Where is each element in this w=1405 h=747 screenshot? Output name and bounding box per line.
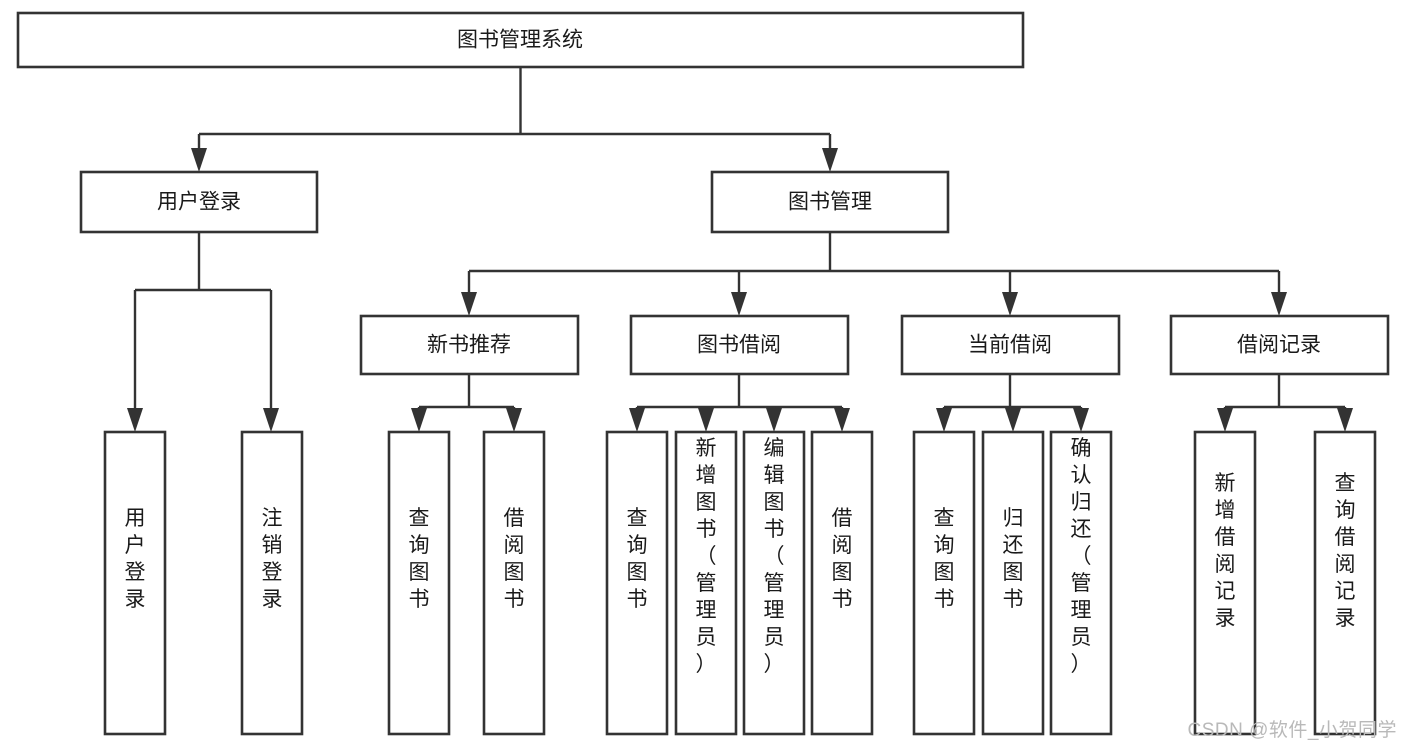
arrow-leaf-query-book-3-icon [936, 408, 952, 432]
node-current-borrow-box[interactable] [900, 314, 1121, 376]
node-leaf-borrow-book-1-label: 借阅图书 [504, 507, 525, 611]
arrow-to-book-borrow-icon [731, 292, 747, 316]
node-root-box[interactable] [16, 11, 1025, 69]
arrow-to-borrow-record-icon [1271, 292, 1287, 316]
node-leaf-query-book-1-box[interactable] [387, 430, 451, 736]
node-borrow-record-box[interactable] [1169, 314, 1390, 376]
node-new-book-recommend-label: 新书推荐 [427, 334, 511, 357]
arrow-to-user-login-icon [191, 148, 207, 172]
arrow-to-book-manage-icon [822, 148, 838, 172]
node-leaf-confirm-return-label: 确认归还（管理员） [1071, 437, 1092, 676]
arrow-leaf-add-book-icon [698, 408, 714, 432]
arrow-leaf-add-record-icon [1217, 408, 1233, 432]
node-root[interactable]: 图书管理系统 [16, 11, 1025, 69]
node-book-manage-box[interactable] [710, 170, 950, 234]
csdn-watermark: CSDN @软件_小贺同学 [1187, 720, 1397, 741]
node-leaf-borrow-book-2-box[interactable] [810, 430, 874, 736]
node-leaf-return-book-label: 归还图书 [1003, 507, 1024, 611]
node-leaf-confirm-return[interactable]: 确认归还（管理员） [1049, 430, 1113, 736]
node-new-book-recommend[interactable]: 新书推荐 [359, 314, 580, 376]
node-leaf-logout-login-box[interactable] [240, 430, 304, 736]
arrow-to-new-book-recommend-icon [461, 292, 477, 316]
node-leaf-query-book-3[interactable]: 查询图书 [912, 430, 976, 736]
node-leaf-query-record-label: 查询借阅记录 [1335, 472, 1356, 630]
node-leaf-query-book-3-label: 查询图书 [934, 507, 955, 611]
node-leaf-borrow-book-1[interactable]: 借阅图书 [482, 430, 546, 736]
arrow-leaf-logout-login-icon [263, 408, 279, 432]
node-leaf-confirm-return-box[interactable] [1049, 430, 1113, 736]
node-leaf-user-login-box[interactable] [103, 430, 167, 736]
node-book-manage[interactable]: 图书管理 [710, 170, 950, 234]
node-leaf-edit-book-label: 编辑图书（管理员） [764, 437, 785, 676]
arrow-leaf-query-record-icon [1337, 408, 1353, 432]
arrow-leaf-borrow-book-1-icon [506, 408, 522, 432]
node-leaf-add-record[interactable]: 新增借阅记录 [1193, 430, 1257, 736]
node-leaf-user-login[interactable]: 用户登录 [103, 430, 167, 736]
node-book-manage-label: 图书管理 [788, 191, 872, 214]
node-leaf-add-book-box[interactable] [674, 430, 738, 736]
node-leaf-user-login-label: 用户登录 [125, 507, 146, 611]
arrow-leaf-confirm-return-icon [1073, 408, 1089, 432]
node-new-book-recommend-box[interactable] [359, 314, 580, 376]
node-current-borrow-label: 当前借阅 [968, 334, 1052, 357]
node-leaf-borrow-book-2-label: 借阅图书 [832, 507, 853, 611]
arrow-leaf-query-book-2-icon [629, 408, 645, 432]
node-leaf-add-record-label: 新增借阅记录 [1215, 472, 1236, 630]
node-leaf-query-book-1-label: 查询图书 [409, 507, 430, 611]
node-leaf-return-book[interactable]: 归还图书 [981, 430, 1045, 736]
node-borrow-record-label: 借阅记录 [1237, 334, 1321, 357]
arrow-leaf-return-book-icon [1005, 408, 1021, 432]
node-borrow-record[interactable]: 借阅记录 [1169, 314, 1390, 376]
node-leaf-add-record-box[interactable] [1193, 430, 1257, 736]
node-user-login-label: 用户登录 [157, 191, 241, 214]
node-user-login[interactable]: 用户登录 [79, 170, 319, 234]
node-leaf-edit-book-box[interactable] [742, 430, 806, 736]
node-book-borrow-box[interactable] [629, 314, 850, 376]
node-leaf-return-book-box[interactable] [981, 430, 1045, 736]
node-user-login-box[interactable] [79, 170, 319, 234]
node-leaf-logout-login[interactable]: 注销登录 [240, 430, 304, 736]
node-leaf-query-book-2[interactable]: 查询图书 [605, 430, 669, 736]
node-leaf-borrow-book-1-box[interactable] [482, 430, 546, 736]
node-leaf-query-book-2-box[interactable] [605, 430, 669, 736]
node-leaf-borrow-book-2[interactable]: 借阅图书 [810, 430, 874, 736]
node-leaf-add-book-label: 新增图书（管理员） [696, 437, 717, 676]
node-book-borrow-label: 图书借阅 [697, 334, 781, 357]
node-leaf-query-book-1[interactable]: 查询图书 [387, 430, 451, 736]
node-leaf-query-book-2-label: 查询图书 [627, 507, 648, 611]
arrow-leaf-query-book-1-icon [411, 408, 427, 432]
arrow-leaf-borrow-book-2-icon [834, 408, 850, 432]
arrow-to-current-borrow-icon [1002, 292, 1018, 316]
node-leaf-query-book-3-box[interactable] [912, 430, 976, 736]
node-root-label: 图书管理系统 [457, 29, 583, 52]
node-leaf-query-record-box[interactable] [1313, 430, 1377, 736]
node-current-borrow[interactable]: 当前借阅 [900, 314, 1121, 376]
edges-group [127, 67, 1353, 432]
node-leaf-edit-book[interactable]: 编辑图书（管理员） [742, 430, 806, 736]
node-leaf-query-record[interactable]: 查询借阅记录 [1313, 430, 1377, 736]
arrow-leaf-user-login-icon [127, 408, 143, 432]
node-leaf-logout-login-label: 注销登录 [262, 507, 283, 611]
arrow-leaf-edit-book-icon [766, 408, 782, 432]
node-leaf-add-book[interactable]: 新增图书（管理员） [674, 430, 738, 736]
node-book-borrow[interactable]: 图书借阅 [629, 314, 850, 376]
